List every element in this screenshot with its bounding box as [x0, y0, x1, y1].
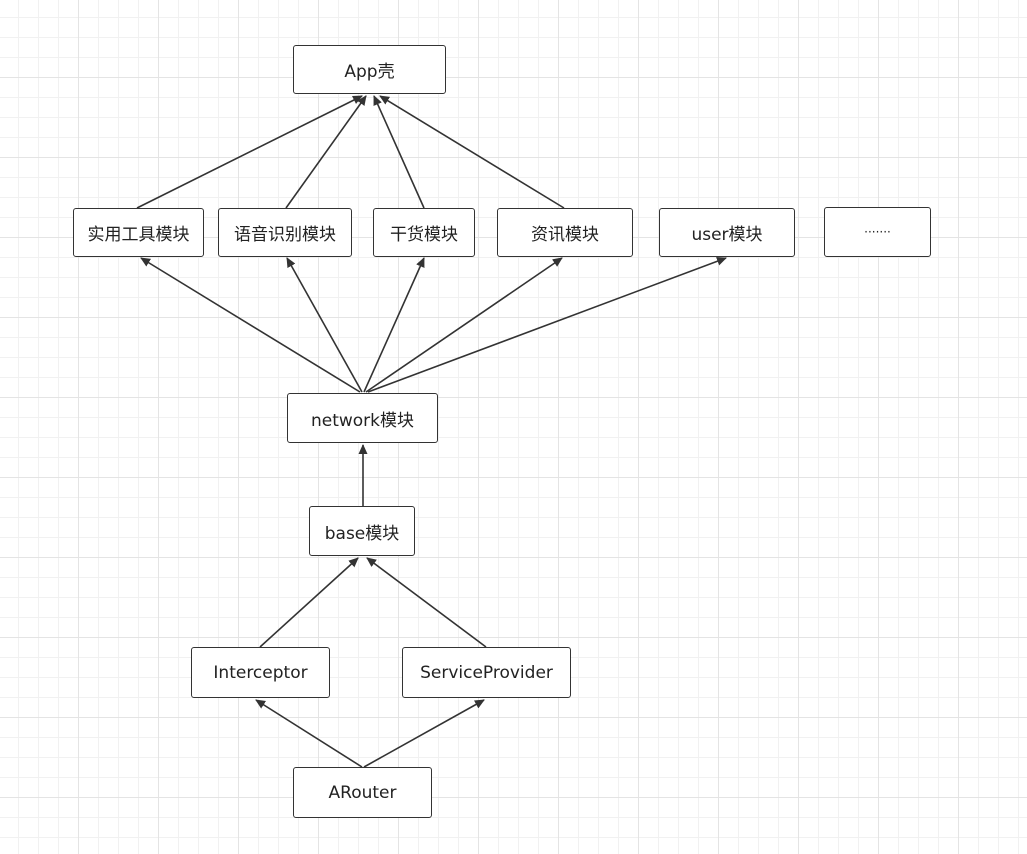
tools-module-node[interactable]: 实用工具模块	[73, 208, 204, 257]
interceptor-node[interactable]: Interceptor	[191, 647, 330, 698]
dry-goods-module-node[interactable]: 干货模块	[373, 208, 475, 257]
arrow-network-to-user	[367, 256, 727, 393]
arrow-dry-goods-to-app-shell	[373, 95, 425, 209]
arrow-network-to-news	[365, 257, 563, 393]
more-modules-node[interactable]: ·······	[824, 207, 931, 257]
arrow-network-to-speech	[286, 257, 363, 393]
arrow-network-to-tools	[140, 257, 361, 393]
base-module-node[interactable]: base模块	[309, 506, 415, 556]
arrow-speech-to-app-shell	[285, 95, 367, 209]
news-module-node[interactable]: 资讯模块	[497, 208, 633, 257]
service-provider-node[interactable]: ServiceProvider	[402, 647, 571, 698]
arrow-arouter-to-interceptor	[255, 699, 363, 768]
arouter-node[interactable]: ARouter	[293, 767, 432, 818]
arrow-tools-to-app-shell	[136, 95, 363, 209]
arrow-news-to-app-shell	[379, 95, 565, 209]
speech-recognition-module-node[interactable]: 语音识别模块	[218, 208, 352, 257]
arrow-interceptor-to-base	[259, 557, 359, 648]
arrow-service-provider-to-base	[366, 557, 487, 648]
network-module-node[interactable]: network模块	[287, 393, 438, 443]
app-shell-node[interactable]: App壳	[293, 45, 446, 94]
arrow-arouter-to-service-provider	[363, 699, 485, 768]
user-module-node[interactable]: user模块	[659, 208, 795, 257]
arrow-network-to-dry-goods	[363, 257, 425, 393]
